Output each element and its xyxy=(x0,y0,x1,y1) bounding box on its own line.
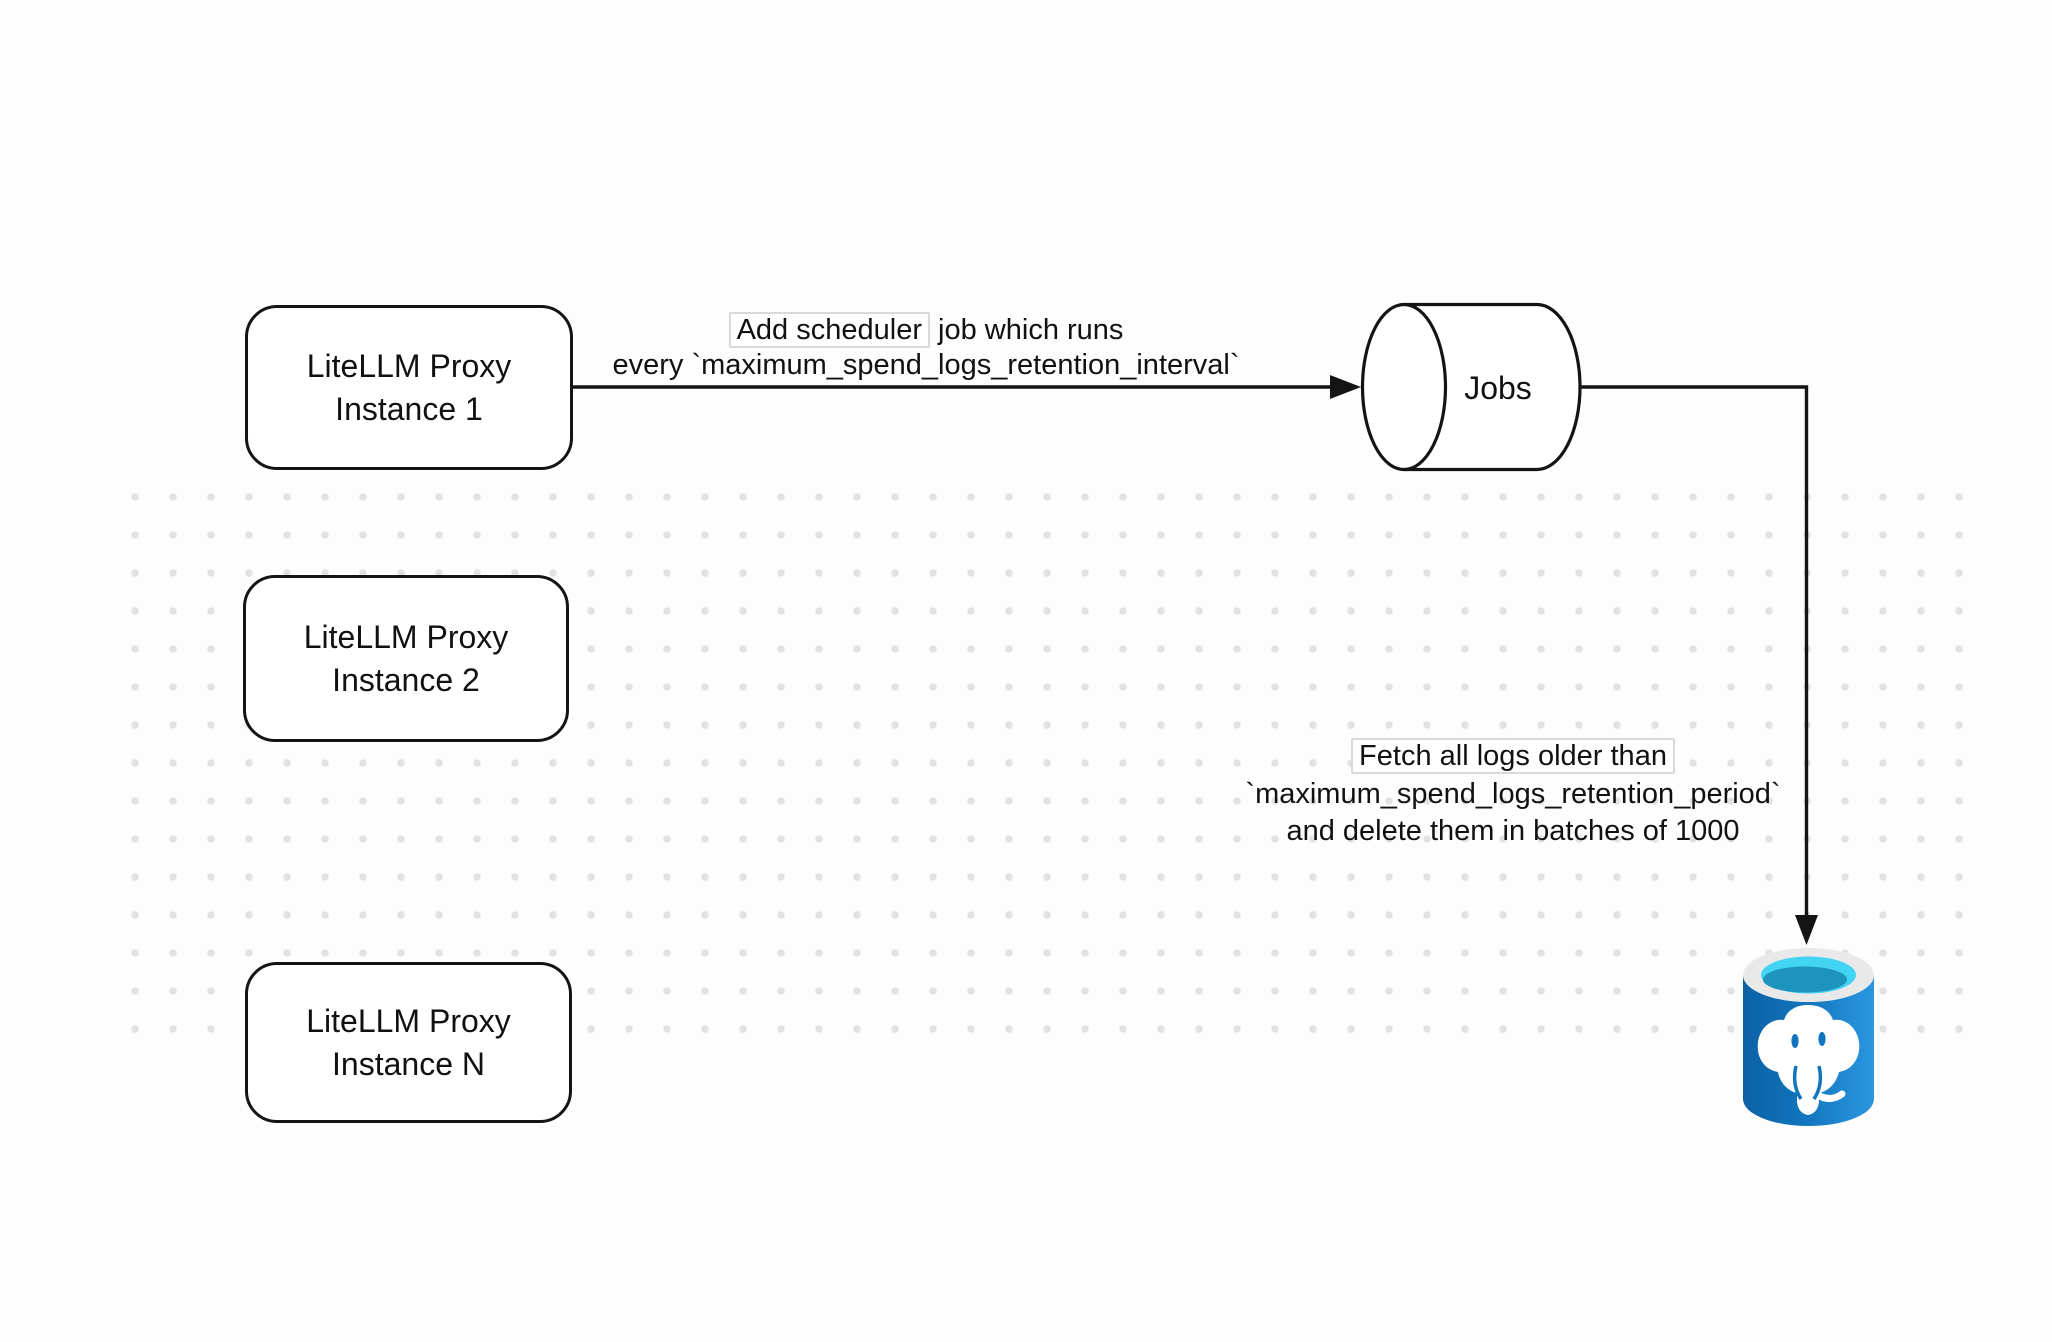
node-litellm-proxy-instance-n: LiteLLM Proxy Instance N xyxy=(245,962,572,1123)
node-litellm-proxy-instance-1: LiteLLM Proxy Instance 1 xyxy=(245,305,573,470)
edge-label-line: Add scheduler job which runs xyxy=(596,312,1256,348)
edge-label-scheduler: Add scheduler job which runs every `maxi… xyxy=(596,312,1256,383)
edge-label-line: and delete them in batches of 1000 xyxy=(1286,815,1740,847)
jobs-cylinder-label: Jobs xyxy=(1464,369,1532,406)
node-label: LiteLLM Proxy xyxy=(306,348,512,384)
node-label: Instance 1 xyxy=(335,390,483,427)
edge-label-line: Fetch all logs older than xyxy=(1183,738,1843,776)
node-label: Instance N xyxy=(332,1045,485,1082)
connector-jobs-to-postgres xyxy=(1580,385,1818,945)
node-label: LiteLLM Proxy xyxy=(303,619,509,655)
edge-label-line: every `maximum_spend_logs_retention_inte… xyxy=(612,349,1240,381)
jobs-cylinder xyxy=(1360,302,1582,472)
edge-label-boxed-text: Fetch all logs older than xyxy=(1351,738,1675,774)
node-litellm-proxy-instance-2: LiteLLM Proxy Instance 2 xyxy=(243,575,569,742)
edge-label-boxed-text: Add scheduler xyxy=(728,312,930,348)
postgres-icon xyxy=(1743,948,1874,1126)
node-label: LiteLLM Proxy xyxy=(306,1003,511,1039)
node-label: Instance 2 xyxy=(332,661,480,698)
edge-label-text: job which runs xyxy=(929,314,1124,346)
postgres-elephant xyxy=(1757,1005,1860,1115)
edge-label-fetch-delete: Fetch all logs older than `maximum_spend… xyxy=(1183,738,1843,851)
edge-label-line: `maximum_spend_logs_retention_period` xyxy=(1245,777,1781,810)
arrow-scheduler-job xyxy=(573,375,1361,399)
